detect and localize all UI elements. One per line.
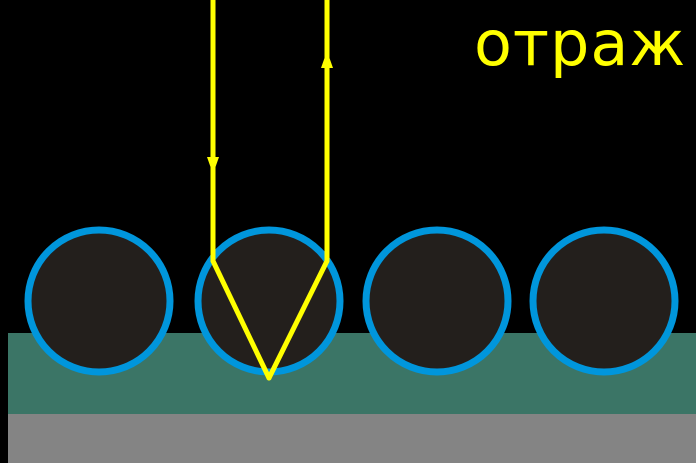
caption-text: отраж xyxy=(474,0,686,94)
sphere-3-body xyxy=(366,230,508,372)
sphere-3 xyxy=(366,230,508,372)
base-layer xyxy=(8,414,696,463)
sphere-4-body xyxy=(533,230,675,372)
sphere-1-body xyxy=(28,230,170,372)
sphere-1 xyxy=(28,230,170,372)
sphere-4 xyxy=(533,230,675,372)
sphere-2 xyxy=(198,230,340,372)
sphere-2-body xyxy=(198,230,340,372)
